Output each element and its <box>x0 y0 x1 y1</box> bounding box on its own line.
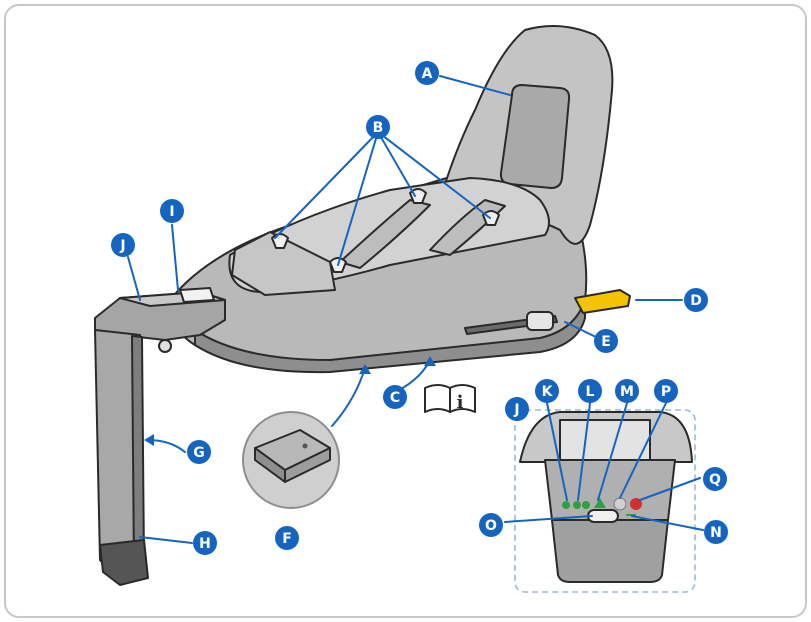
manual-book-info-icon: i <box>424 384 476 413</box>
release-button <box>526 311 554 331</box>
svg-text:K: K <box>542 384 554 400</box>
isofix-guide-plate <box>574 289 631 314</box>
callout-D: D <box>684 288 708 312</box>
callout-N: N <box>704 520 728 544</box>
support-leg-front <box>131 335 145 569</box>
callout-A: A <box>415 61 439 85</box>
svg-text:D: D <box>690 293 702 309</box>
backrest-panel <box>499 84 571 189</box>
svg-text:B: B <box>373 120 384 136</box>
inset-circle <box>242 411 340 509</box>
callout-B: B <box>366 115 390 139</box>
leg-foot <box>99 539 149 586</box>
callout-F: F <box>275 526 299 550</box>
svg-text:O: O <box>485 518 497 534</box>
callout-H: H <box>193 531 217 555</box>
indicator-green-3 <box>582 501 590 509</box>
svg-text:J: J <box>513 402 519 418</box>
indicator-panel-inset <box>514 409 696 593</box>
indicator-bar <box>626 514 636 516</box>
callout-J: J <box>111 233 135 257</box>
foot-block <box>231 231 336 296</box>
callout-J2: J <box>505 397 529 421</box>
callout-O: O <box>479 513 503 537</box>
seat-base-illustration <box>94 25 631 586</box>
indicator-red <box>630 498 642 510</box>
callout-I: I <box>160 199 184 223</box>
indicator-green-4 <box>594 498 606 508</box>
svg-text:G: G <box>193 445 205 461</box>
svg-text:I: I <box>169 204 174 220</box>
svg-text:L: L <box>586 384 595 400</box>
svg-text:C: C <box>390 390 400 406</box>
callout-K: K <box>535 379 559 403</box>
indicator-isize <box>613 497 627 511</box>
svg-text:M: M <box>620 384 634 400</box>
callouts: A B I J D E C G H F J K L M P Q O N <box>111 61 728 555</box>
indicator-green-2 <box>573 501 581 509</box>
callout-P: P <box>654 379 678 403</box>
svg-text:H: H <box>199 536 211 552</box>
callout-E: E <box>594 329 618 353</box>
svg-text:N: N <box>710 525 722 541</box>
arrow-heads <box>144 356 436 446</box>
svg-text:A: A <box>422 66 433 82</box>
indicator-window <box>179 287 215 303</box>
anchor-hook-1 <box>271 233 289 249</box>
callout-C: C <box>383 385 407 409</box>
callout-M: M <box>615 379 639 403</box>
svg-text:Q: Q <box>709 472 721 488</box>
callout-L: L <box>578 379 602 403</box>
svg-text:P: P <box>661 384 671 400</box>
svg-text:J: J <box>119 238 125 254</box>
svg-text:F: F <box>282 531 292 547</box>
callout-Q: Q <box>703 467 727 491</box>
svg-text:E: E <box>601 334 611 350</box>
indicator-green-1 <box>562 501 570 509</box>
cushion-ridge-1 <box>339 199 431 269</box>
callout-G: G <box>187 440 211 464</box>
front-pivot <box>158 339 172 353</box>
svg-text:i: i <box>457 392 464 413</box>
